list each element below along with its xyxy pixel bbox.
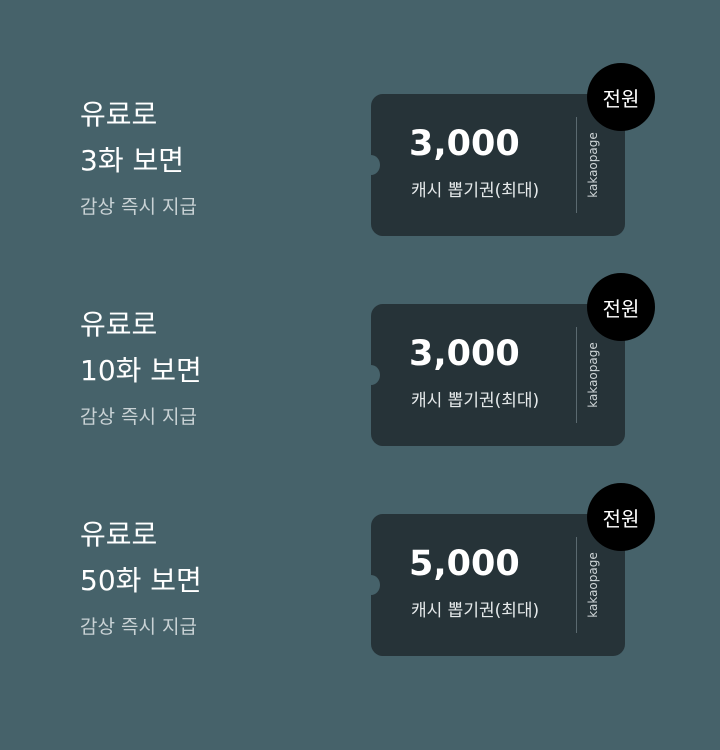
ticket-notch — [362, 365, 380, 385]
condition-line1: 유료로 — [80, 518, 158, 551]
ticket-divider — [576, 117, 577, 213]
condition-line2: 50화 보면 — [80, 564, 202, 597]
ticket-amount: 5,000 — [409, 544, 520, 584]
condition-line1: 유료로 — [80, 98, 158, 131]
condition-sub: 감상 즉시 지급 — [80, 406, 197, 428]
badge-all: 전원 — [587, 483, 655, 551]
badge-all: 전원 — [587, 273, 655, 341]
ticket-notch — [362, 575, 380, 595]
badge-all: 전원 — [587, 63, 655, 131]
ticket-label: 캐시 뽑기권(최대) — [411, 601, 540, 621]
ticket-divider — [576, 327, 577, 423]
reward-condition: 유료로 10화 보면 감상 즉시 지급 — [80, 302, 202, 429]
reward-row: 유료로 3화 보면 감상 즉시 지급 3,000 캐시 뽑기권(최대) kaka… — [0, 60, 720, 240]
condition-line2: 3화 보면 — [80, 144, 184, 177]
condition-sub: 감상 즉시 지급 — [80, 616, 197, 638]
ticket-label: 캐시 뽑기권(최대) — [411, 391, 540, 411]
brand-label: kakaopage — [586, 342, 600, 408]
condition-line1: 유료로 — [80, 308, 158, 341]
ticket: 5,000 캐시 뽑기권(최대) kakaopage — [362, 514, 625, 656]
ticket-amount: 3,000 — [409, 334, 520, 374]
ticket: 3,000 캐시 뽑기권(최대) kakaopage — [362, 304, 625, 446]
condition-line2: 10화 보면 — [80, 354, 202, 387]
reward-row: 유료로 10화 보면 감상 즉시 지급 3,000 캐시 뽑기권(최대) kak… — [0, 270, 720, 450]
reward-condition: 유료로 3화 보면 감상 즉시 지급 — [80, 92, 197, 219]
brand-label: kakaopage — [586, 552, 600, 618]
ticket-label: 캐시 뽑기권(최대) — [411, 181, 540, 201]
brand-label: kakaopage — [586, 132, 600, 198]
condition-sub: 감상 즉시 지급 — [80, 196, 197, 218]
ticket-amount: 3,000 — [409, 124, 520, 164]
reward-row: 유료로 50화 보면 감상 즉시 지급 5,000 캐시 뽑기권(최대) kak… — [0, 480, 720, 660]
ticket: 3,000 캐시 뽑기권(최대) kakaopage — [362, 94, 625, 236]
ticket-divider — [576, 537, 577, 633]
reward-condition: 유료로 50화 보면 감상 즉시 지급 — [80, 512, 202, 639]
ticket-notch — [362, 155, 380, 175]
